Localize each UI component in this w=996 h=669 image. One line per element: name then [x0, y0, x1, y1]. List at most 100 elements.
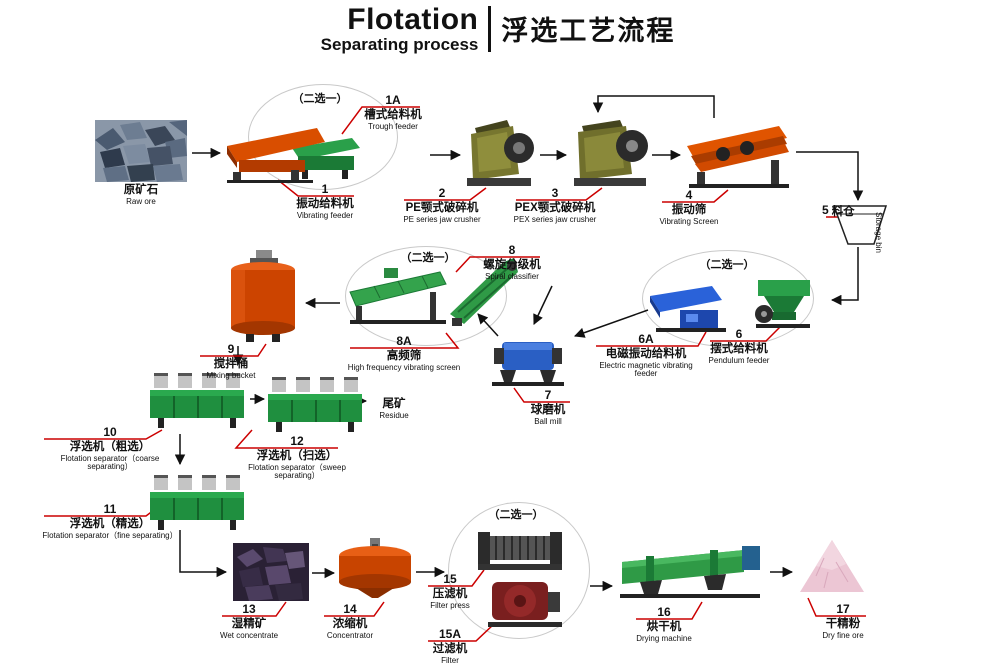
- node-number: 14: [343, 602, 357, 616]
- node-name-en: Flotation separator（fine separating）: [42, 530, 178, 540]
- node-name-zh: 球磨机: [530, 404, 566, 416]
- node-name-zh: 尾矿: [382, 398, 406, 410]
- label-flotation-fine: 11 浮选机（精选） Flotation separator（fine sepa…: [40, 502, 180, 540]
- node-name-en: Vibrating Screen: [659, 216, 719, 226]
- node-name-en: Spiral classifier: [485, 271, 539, 281]
- label-drying-machine: 16 烘干机 Drying machine: [632, 605, 696, 643]
- label-em-vibrating-feeder: 6A 电磁振动给料机 Electric magnetic vibrating f…: [590, 332, 702, 379]
- trough-feeder-graphic: [290, 134, 366, 180]
- pe-jaw-crusher-graphic: [463, 114, 537, 190]
- label-vibrating-feeder: 1 振动给料机 Vibrating feeder: [290, 182, 360, 220]
- node-number: 1A: [385, 93, 401, 107]
- label-raw-ore: 原矿石 Raw ore: [95, 182, 187, 206]
- filter-graphic: [486, 576, 566, 630]
- node-number: 8A: [396, 334, 412, 348]
- label-concentrator: 14 浓缩机 Concentrator: [320, 602, 380, 640]
- node-name-en: Ball mill: [534, 416, 562, 426]
- node-number: 10: [103, 425, 117, 439]
- node-name-en: Flotation separator（sweep separating）: [248, 462, 346, 481]
- node-name-zh: 湿精矿: [231, 618, 267, 630]
- node-name-zh: 电磁振动给料机: [605, 348, 687, 360]
- label-trough-feeder: 1A 槽式给料机 Trough feeder: [362, 93, 424, 131]
- node-number: 1: [321, 182, 329, 196]
- label-pendulum-feeder: 6 摆式给料机 Pendulum feeder: [706, 327, 772, 365]
- node-name-zh: 槽式给料机: [364, 109, 422, 121]
- node-name-zh: 浮选机（粗选）: [69, 441, 151, 453]
- label-filter-press: 15 压滤机 Filter press: [424, 572, 476, 610]
- node-number: 15: [443, 572, 457, 586]
- node-number: 13: [242, 602, 256, 616]
- node-name-zh: 高频筛: [386, 350, 422, 362]
- label-flotation-coarse: 10 浮选机（粗选） Flotation separator（coarse se…: [40, 425, 180, 472]
- node-name-en: Pendulum feeder: [708, 355, 770, 365]
- choose-one-label: （二选一）: [292, 93, 348, 105]
- flotation-separator-fine-graphic: [148, 468, 246, 532]
- node-name-zh: 搅拌桶: [213, 358, 249, 370]
- page-title: Flotation Separating process 浮选工艺流程: [0, 4, 996, 53]
- node-name-en: Concentrator: [326, 630, 374, 640]
- node-name-zh: PEX颚式破碎机: [514, 202, 596, 214]
- label-mixing-bucket: 9 搅拌桶 Mixing bucket: [198, 342, 264, 380]
- node-name-en: Vibrating feeder: [296, 210, 354, 220]
- title-chinese: 浮选工艺流程: [501, 16, 676, 47]
- node-name-zh: 螺旋分级机: [483, 259, 541, 271]
- dry-fine-ore-image: [796, 536, 868, 596]
- pex-jaw-crusher-graphic: [568, 114, 650, 190]
- node-name-zh: 压滤机: [432, 588, 468, 600]
- node-name-zh: 摆式给料机: [710, 343, 768, 355]
- title-divider: [488, 5, 492, 52]
- storage-bin-graphic: [830, 202, 890, 248]
- node-name-en: High frequency vibrating screen: [347, 362, 461, 372]
- drying-machine-graphic: [616, 540, 768, 602]
- label-wet-concentrate: 13 湿精矿 Wet concentrate: [218, 602, 280, 640]
- node-name-en: Flotation separator（coarse separating）: [60, 453, 160, 472]
- node-name-zh: 浮选机（精选）: [69, 518, 151, 530]
- label-dry-fine-ore: 17 干精粉 Dry fine ore: [814, 602, 872, 640]
- node-number: 15A: [438, 627, 461, 641]
- node-name-en: Residue: [379, 410, 409, 420]
- label-hf-vibrating-screen: 8A 高频筛 High frequency vibrating screen: [346, 334, 462, 372]
- label-spiral-classifier: 8 螺旋分级机 Spiral classifier: [466, 243, 558, 281]
- node-name-en: Mixing bucket: [206, 370, 256, 380]
- flotation-separator-sweep-graphic: [266, 370, 364, 434]
- choose-one-label: （二选一）: [400, 252, 456, 264]
- node-name-en: Dry fine ore: [822, 630, 864, 640]
- node-number: 2: [438, 186, 446, 200]
- node-number: 12: [290, 434, 304, 448]
- concentrator-graphic: [336, 536, 414, 600]
- node-name-en: Drying machine: [636, 633, 692, 643]
- node-name-zh: 原矿石: [123, 184, 159, 196]
- node-name-en: Trough feeder: [368, 121, 418, 131]
- node-number: 6A: [638, 332, 654, 346]
- electric-magnetic-vibrating-feeder-graphic: [646, 284, 742, 334]
- raw-ore-image: [95, 120, 187, 182]
- node-number: 4: [685, 188, 693, 202]
- high-frequency-screen-graphic: [344, 262, 454, 332]
- node-name-zh: 干精粉: [825, 618, 861, 630]
- node-name-zh: 振动给料机: [296, 198, 354, 210]
- node-number: 8: [508, 243, 516, 257]
- node-number: 6: [735, 327, 743, 341]
- node-number: 5: [822, 203, 829, 217]
- label-pex-jaw-crusher: 3 PEX颚式破碎机 PEX series jaw crusher: [512, 186, 598, 224]
- label-storage-bin: 5 料仓: [822, 203, 868, 219]
- node-name-zh: 浮选机（扫选）: [256, 450, 338, 462]
- node-name-zh: 振动筛: [671, 204, 707, 216]
- node-name-zh: 过滤机: [432, 643, 468, 655]
- choose-one-label: （二选一）: [699, 259, 755, 271]
- vibrating-screen-graphic: [683, 120, 795, 190]
- title-sub: Separating process: [320, 34, 479, 54]
- node-name-zh: 料仓: [831, 206, 855, 218]
- title-english: Flotation Separating process: [321, 4, 479, 53]
- label-storage-bin-en: Storage bin: [874, 212, 883, 253]
- ball-mill-graphic: [490, 330, 568, 388]
- label-ball-mill: 7 球磨机 Ball mill: [524, 388, 572, 426]
- mixing-bucket-graphic: [226, 248, 300, 344]
- node-number: 7: [544, 388, 552, 402]
- choose-one-label: （二选一）: [488, 509, 544, 521]
- node-name-zh: PE颚式破碎机: [405, 202, 479, 214]
- node-name-en: PEX series jaw crusher: [513, 214, 597, 224]
- node-name-en: Electric magnetic vibrating feeder: [599, 360, 693, 379]
- node-number: 17: [836, 602, 850, 616]
- node-name-zh: 烘干机: [646, 621, 682, 633]
